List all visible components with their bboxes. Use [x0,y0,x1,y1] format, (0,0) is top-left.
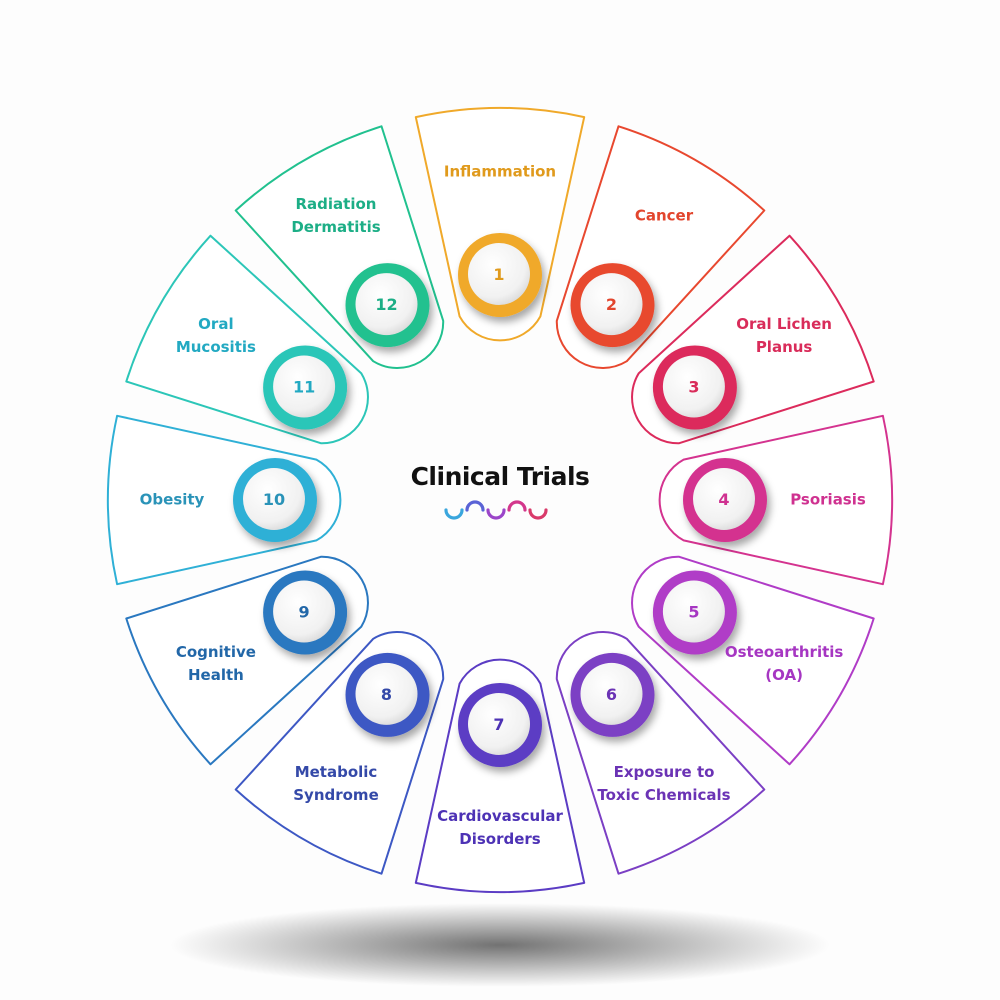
segment-label-line: Oral [198,315,234,333]
number-badge-12: 12 [345,263,430,348]
segment-label-line: Exposure to [613,763,715,782]
segment-label-6: Exposure to Toxic Chemicals [579,761,749,807]
segment-label-line: Obesity [139,490,205,509]
segment-label-line: Metabolic [294,763,378,782]
segment-label-line: Inflammation [443,162,557,181]
segment-label-line: Health [187,666,244,684]
segment-label-4: Psoriasis [743,489,913,512]
number-badge-1: 1 [458,233,542,317]
badge-number: 8 [381,685,392,704]
badge-number: 3 [688,378,699,397]
segment-label-line: Radiation [295,194,377,213]
segment-label-1: Inflammation [415,161,585,184]
number-badge-2: 2 [570,263,655,348]
number-badge-7: 7 [458,683,542,767]
badge-face [355,273,418,336]
number-badge-10: 10 [233,458,317,542]
badge-face [662,355,725,418]
badge-number: 4 [718,490,729,509]
segment-label-line: Oral Lichen [736,315,832,333]
badge-face [468,693,530,755]
badge-number: 9 [299,603,310,622]
segment-label-line: Osteoarthritis [724,643,844,661]
badge-number: 7 [493,715,504,734]
center-title: Clinical Trials [410,462,590,491]
number-badge-11: 11 [263,345,348,430]
segment-label-line: (OA) [765,666,803,684]
badge-face [580,273,643,336]
segment-label-line: Cardiovascular [437,807,563,825]
badge-number: 6 [606,685,617,704]
badge-face [468,243,530,305]
segment-label-line: Planus [755,338,813,356]
segment-label-line: Toxic Chemicals [597,786,731,805]
badge-number: 11 [293,378,315,397]
segment-label-line: Syndrome [293,786,379,805]
segment-label-line: Cancer [634,206,694,225]
segment-label-line: Mucositis [175,338,256,356]
badge-number: 5 [688,603,699,622]
badge-face [355,662,418,725]
badge-number: 10 [263,490,285,509]
segment-10 [107,414,342,586]
segment-label-line: Disorders [459,830,541,848]
segment-label-line: Psoriasis [790,490,866,509]
number-badge-9: 9 [263,570,348,655]
number-badge-6: 6 [570,652,655,737]
number-badge-3: 3 [652,345,737,430]
segment-label-10: Obesity [87,489,257,512]
segment-label-2: Cancer [579,204,749,227]
number-badge-8: 8 [345,652,430,737]
badge-face [693,468,755,530]
badge-face [273,355,336,418]
floor-shadow [170,903,830,987]
segment-7 [414,658,586,893]
segment-1 [414,107,586,342]
segment-label-5: Osteoarthritis (OA) [699,641,869,687]
badge-face [580,662,643,725]
segment-4 [658,414,893,586]
badge-face [243,468,305,530]
badge-number: 2 [606,295,617,314]
badge-number: 1 [493,265,504,284]
segment-label-line: Cognitive [175,643,256,661]
badge-face [662,580,725,643]
number-badge-4: 4 [683,458,767,542]
badge-face [273,580,336,643]
segment-label-line: Dermatitis [291,217,381,236]
badge-number: 12 [375,295,397,314]
dna-wave-icon [444,500,548,520]
number-badge-5: 5 [652,570,737,655]
